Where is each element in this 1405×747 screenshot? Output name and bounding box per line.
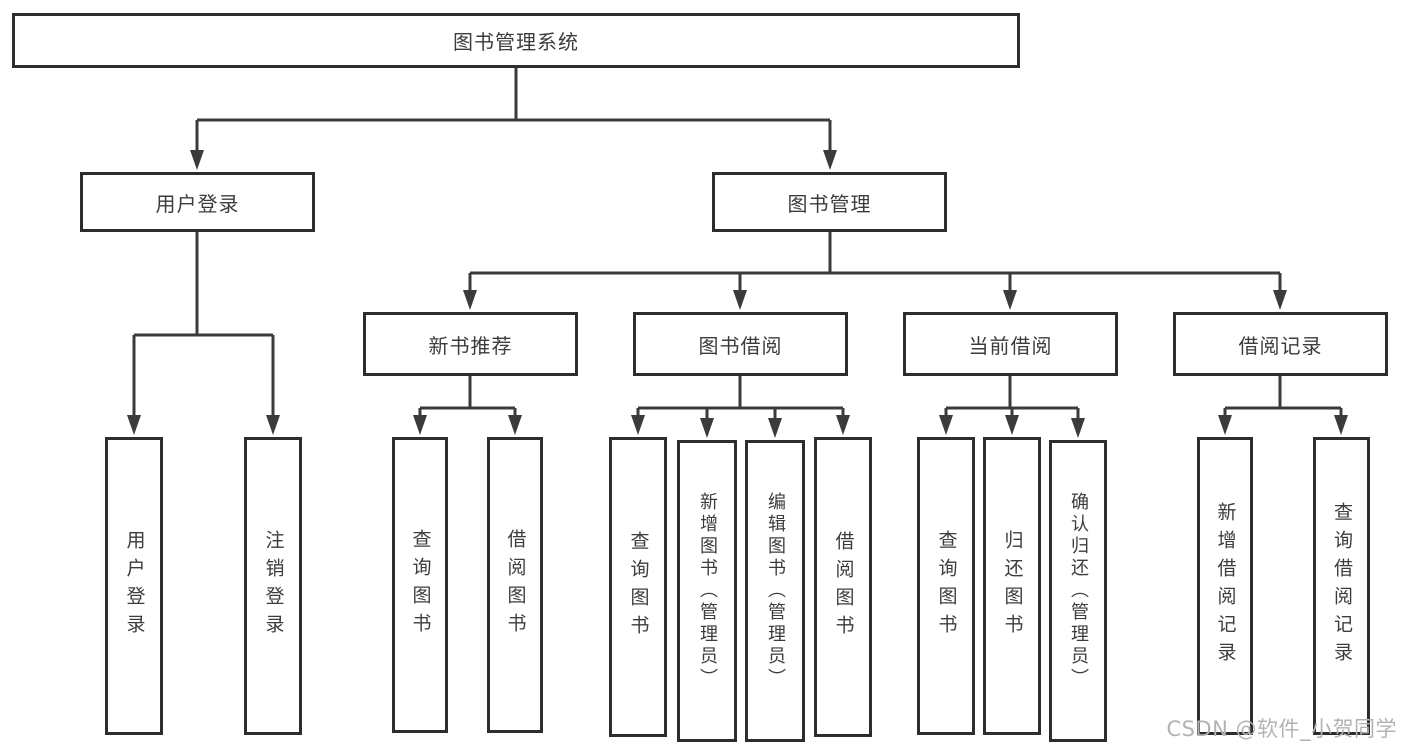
node-current-borrow: 当前借阅 — [903, 312, 1118, 376]
node-label: 当前借阅 — [968, 333, 1053, 358]
node-logout: 注销登录 — [244, 437, 302, 735]
node-query-books-current: 查询图书 — [917, 437, 975, 735]
node-label: 新增借阅记录 — [1214, 502, 1237, 670]
node-user-login-leaf: 用户登录 — [105, 437, 163, 735]
node-label: 新书推荐 — [428, 333, 513, 358]
node-label: 借阅图书 — [832, 531, 855, 643]
node-label: 用户登录 — [155, 191, 240, 216]
node-label: 查询借阅记录 — [1331, 502, 1353, 670]
node-label: 借阅记录 — [1238, 333, 1323, 358]
node-borrow-books-leaf: 借阅图书 — [814, 437, 872, 737]
node-label: 查询图书 — [935, 530, 958, 642]
node-new-book-recommend: 新书推荐 — [363, 312, 578, 376]
node-add-book-admin: 新增图书（管理员） — [677, 440, 737, 742]
watermark: CSDN @软件_小贺同学 — [1166, 717, 1397, 741]
node-label: 用户登录 — [123, 530, 146, 642]
node-label: 图书借阅 — [698, 333, 783, 358]
node-label: 新增图书（管理员） — [697, 492, 718, 690]
node-user-login: 用户登录 — [80, 172, 315, 232]
node-library-system: 图书管理系统 — [12, 13, 1020, 68]
node-label: 图书管理 — [787, 191, 872, 216]
node-borrow-records: 借阅记录 — [1173, 312, 1388, 376]
node-query-books-recommend: 查询图书 — [392, 437, 448, 733]
node-add-borrow-record: 新增借阅记录 — [1197, 437, 1253, 735]
node-label: 编辑图书（管理员） — [765, 492, 786, 690]
node-label: 注销登录 — [262, 530, 285, 642]
node-label: 查询图书 — [409, 529, 432, 641]
node-label: 确认归还（管理员） — [1068, 492, 1089, 690]
node-book-management: 图书管理 — [712, 172, 947, 232]
node-query-books-borrow: 查询图书 — [609, 437, 667, 737]
node-edit-book-admin: 编辑图书（管理员） — [745, 440, 805, 742]
node-label: 借阅图书 — [504, 529, 527, 641]
node-return-book: 归还图书 — [983, 437, 1041, 735]
node-confirm-return-admin: 确认归还（管理员） — [1049, 440, 1107, 742]
node-borrow-books-recommend: 借阅图书 — [487, 437, 543, 733]
node-label: 归还图书 — [1001, 530, 1024, 642]
node-query-borrow-record: 查询借阅记录 — [1313, 437, 1370, 735]
node-label: 图书管理系统 — [453, 30, 579, 54]
node-label: 查询图书 — [627, 531, 650, 643]
node-book-borrow: 图书借阅 — [633, 312, 848, 376]
